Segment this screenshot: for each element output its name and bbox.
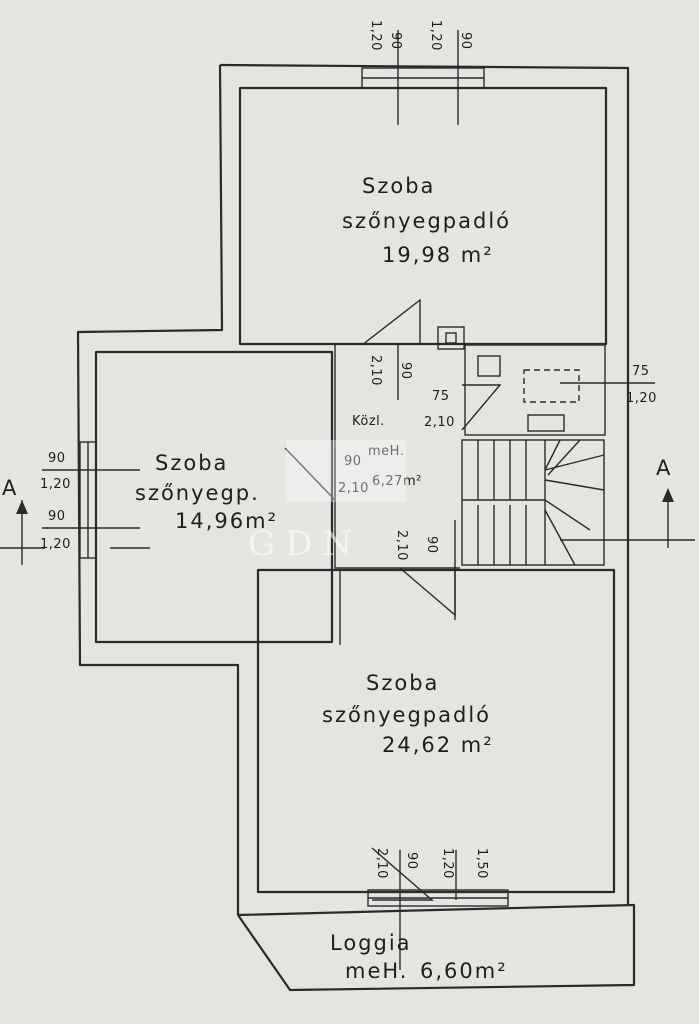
loggia-outline [237, 903, 636, 992]
service-fixture-2 [527, 414, 565, 432]
dim-door-top-h: 2,10 [368, 355, 383, 386]
watermark-text: GDN [248, 524, 362, 564]
room-hall-floor: meH. [368, 444, 404, 459]
windows [42, 30, 509, 970]
dim-hall-door-w: 75 [432, 389, 450, 404]
chimney [437, 326, 465, 350]
dim-bottom-window-1b: 90 [404, 852, 419, 870]
dim-left-window-1-w: 90 [48, 451, 66, 466]
dim-door-bottom-w: 90 [424, 536, 439, 554]
section-marks: A A [0, 456, 695, 565]
room-left-name: Szoba [155, 451, 228, 475]
room-bottom-label: Szoba szőnyegpadló 24,62 m² [322, 671, 494, 757]
chimney-core [445, 332, 457, 344]
door-service [461, 384, 502, 431]
watermark-logo: GDN [248, 440, 406, 564]
dim-top-window-2: 1,20 [428, 20, 443, 51]
room-top-floor: szőnyegpadló [342, 209, 511, 233]
door-bottom [399, 567, 456, 617]
room-left-area: 14,96m² [175, 509, 278, 533]
room-left-label: Szoba szőnyegp. 14,96m² [135, 451, 278, 533]
walls [76, 63, 636, 992]
dim-left-window-1-h: 1,20 [40, 477, 71, 492]
doors [284, 298, 655, 901]
dim-left-window-2-w: 90 [48, 509, 66, 524]
dim-top-window-2b: 90 [458, 32, 473, 50]
bottom-room-outline [256, 568, 616, 894]
hall-wall [334, 345, 460, 569]
dim-door-bottom-h: 2,10 [394, 530, 409, 561]
dim-hall-left-door-w: 90 [344, 454, 362, 469]
section-mark-right: A [656, 456, 672, 480]
room-hall-label: Közl. meH. 6,27m² [352, 414, 422, 489]
dim-top-window-1: 1,20 [368, 20, 383, 51]
dim-bottom-window-2: 1,20 [440, 848, 455, 879]
room-top-label: Szoba szőnyegpadló 19,98 m² [342, 174, 511, 267]
dim-left-window-2-h: 1,20 [40, 537, 71, 552]
dim-hall-left-door-h: 2,10 [338, 481, 369, 496]
room-hall-area: 6,27m² [372, 474, 422, 489]
room-hall-name: Közl. [352, 414, 385, 429]
dim-vent-w: 75 [632, 364, 650, 379]
room-loggia-area: 6,60m² [420, 959, 508, 983]
dim-vent-h: 1,20 [626, 391, 657, 406]
room-left-floor: szőnyegp. [135, 481, 260, 505]
dim-top-window-1b: 90 [388, 32, 403, 50]
room-bottom-floor: szőnyegpadló [322, 703, 491, 727]
service-box [464, 344, 606, 436]
room-bottom-area: 24,62 m² [382, 733, 494, 757]
door-loggia [371, 847, 434, 901]
dim-bottom-window-1: 2,10 [374, 848, 389, 879]
room-top-name: Szoba [362, 174, 435, 198]
dim-door-top-w: 90 [398, 362, 413, 380]
room-loggia-name: Loggia [330, 931, 412, 955]
room-loggia-floor: meH. [345, 959, 408, 983]
door-left [284, 447, 336, 502]
outer-wall-left [76, 64, 240, 915]
dim-hall-door-h: 2,10 [424, 415, 455, 430]
staircase [461, 439, 605, 566]
dim-bottom-window-2b: 1,50 [474, 848, 489, 879]
section-mark-left: A [2, 476, 18, 500]
room-top-area: 19,98 m² [382, 243, 494, 267]
outer-wall-top-right [219, 63, 630, 905]
room-bottom-name: Szoba [366, 671, 439, 695]
service-fixture-1 [477, 355, 501, 377]
dimension-labels: 1,20 90 1,20 90 2,10 90 75 1,20 75 2,10 … [40, 20, 657, 879]
vent-dashed [523, 369, 580, 403]
room-loggia-label: Loggia meH. 6,60m² [330, 931, 508, 983]
door-top [361, 298, 421, 346]
